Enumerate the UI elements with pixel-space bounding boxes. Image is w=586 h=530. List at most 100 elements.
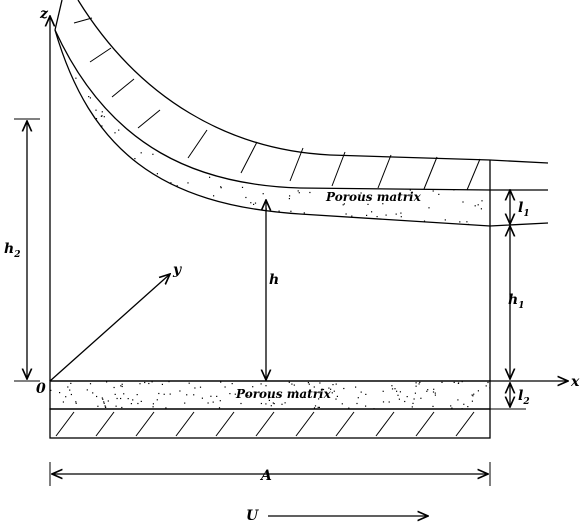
porous-dot	[404, 94, 406, 97]
porous-dot	[474, 205, 476, 207]
porous-dot	[472, 92, 474, 94]
porous-dot	[296, 216, 298, 218]
porous-dot	[285, 111, 287, 113]
porous-dot	[124, 63, 126, 65]
porous-dot	[382, 203, 384, 205]
porous-dot	[171, 190, 173, 192]
porous-dot	[226, 83, 229, 85]
porous-dot	[156, 173, 158, 175]
porous-dot	[173, 145, 175, 147]
porous-dot	[274, 180, 276, 182]
porous-dot	[401, 53, 403, 55]
porous-dot	[461, 136, 463, 138]
porous-dot	[403, 28, 404, 29]
porous-dot	[485, 385, 487, 387]
porous-dot	[125, 32, 127, 34]
porous-dot	[229, 47, 231, 49]
porous-dot	[445, 95, 447, 97]
porous-dot	[473, 144, 475, 146]
porous-dot	[208, 132, 210, 134]
porous-dot	[477, 204, 479, 206]
porous-dot	[447, 141, 450, 143]
porous-dot	[267, 85, 269, 87]
porous-dot	[364, 168, 366, 170]
porous-dot	[318, 107, 320, 109]
porous-dot	[382, 401, 385, 403]
porous-dot	[101, 115, 103, 117]
porous-dot	[189, 37, 191, 39]
porous-dot	[325, 54, 327, 56]
h2-label: h2	[4, 241, 20, 260]
porous-dot	[108, 62, 110, 64]
porous-dot	[456, 25, 457, 26]
porous-dot	[372, 169, 374, 171]
porous-dot	[254, 202, 257, 204]
porous-dot	[125, 188, 127, 190]
porous-dot	[159, 179, 162, 181]
porous-dot	[106, 381, 108, 383]
porous-dot	[115, 405, 117, 407]
porous-dot	[118, 162, 120, 164]
porous-dot	[409, 182, 411, 184]
porous-dot	[133, 200, 135, 202]
porous-dot	[411, 406, 413, 408]
porous-dot	[182, 155, 184, 158]
porous-dot	[441, 88, 443, 90]
porous-dot	[457, 96, 459, 98]
porous-dot	[93, 175, 95, 177]
porous-dot	[61, 95, 63, 97]
porous-dot	[425, 54, 427, 56]
porous-dot	[482, 83, 484, 85]
porous-dot	[241, 213, 243, 215]
porous-dot	[259, 134, 261, 136]
porous-dot	[277, 145, 280, 147]
porous-dot	[140, 152, 142, 154]
h1-label-main: h	[508, 292, 518, 308]
origin-label: 0	[36, 381, 46, 397]
porous-dot	[203, 169, 205, 171]
porous-dot	[75, 401, 77, 403]
porous-dot	[453, 65, 456, 67]
porous-dot	[423, 220, 426, 222]
porous-dot	[318, 398, 320, 400]
porous-dot	[413, 64, 415, 66]
porous-dot	[185, 211, 188, 213]
porous-dot	[229, 393, 231, 395]
porous-dot	[90, 177, 92, 179]
porous-dot	[374, 87, 376, 90]
porous-dot	[397, 167, 399, 169]
porous-dot	[319, 382, 321, 384]
porous-dot	[444, 34, 446, 36]
porous-dot	[125, 194, 127, 196]
porous-dot	[140, 400, 142, 402]
porous-dot	[209, 176, 211, 178]
porous-dot	[490, 28, 491, 29]
porous-dot	[348, 26, 349, 27]
porous-dot	[343, 56, 345, 58]
porous-dot	[61, 123, 64, 125]
porous-dot	[363, 134, 365, 137]
porous-dot	[471, 394, 473, 396]
porous-dot	[89, 153, 91, 155]
porous-dot	[101, 397, 103, 399]
porous-dot	[165, 142, 167, 145]
porous-dot	[314, 405, 317, 407]
porous-dot	[345, 213, 347, 215]
porous-dot	[472, 395, 474, 397]
porous-dot	[54, 180, 55, 181]
porous-dot	[157, 59, 160, 61]
porous-dot	[376, 216, 378, 218]
porous-dot	[67, 386, 69, 388]
porous-dot	[220, 218, 222, 221]
porous-dot	[160, 75, 162, 77]
porous-dot	[391, 161, 393, 163]
porous-dot	[366, 163, 368, 165]
porous-dot	[491, 113, 492, 114]
porous-dot	[235, 50, 237, 52]
porous-dot	[126, 227, 127, 228]
porous-dot	[136, 394, 138, 396]
porous-dot	[97, 38, 99, 40]
porous-dot	[207, 159, 210, 162]
porous-dot	[153, 176, 155, 178]
